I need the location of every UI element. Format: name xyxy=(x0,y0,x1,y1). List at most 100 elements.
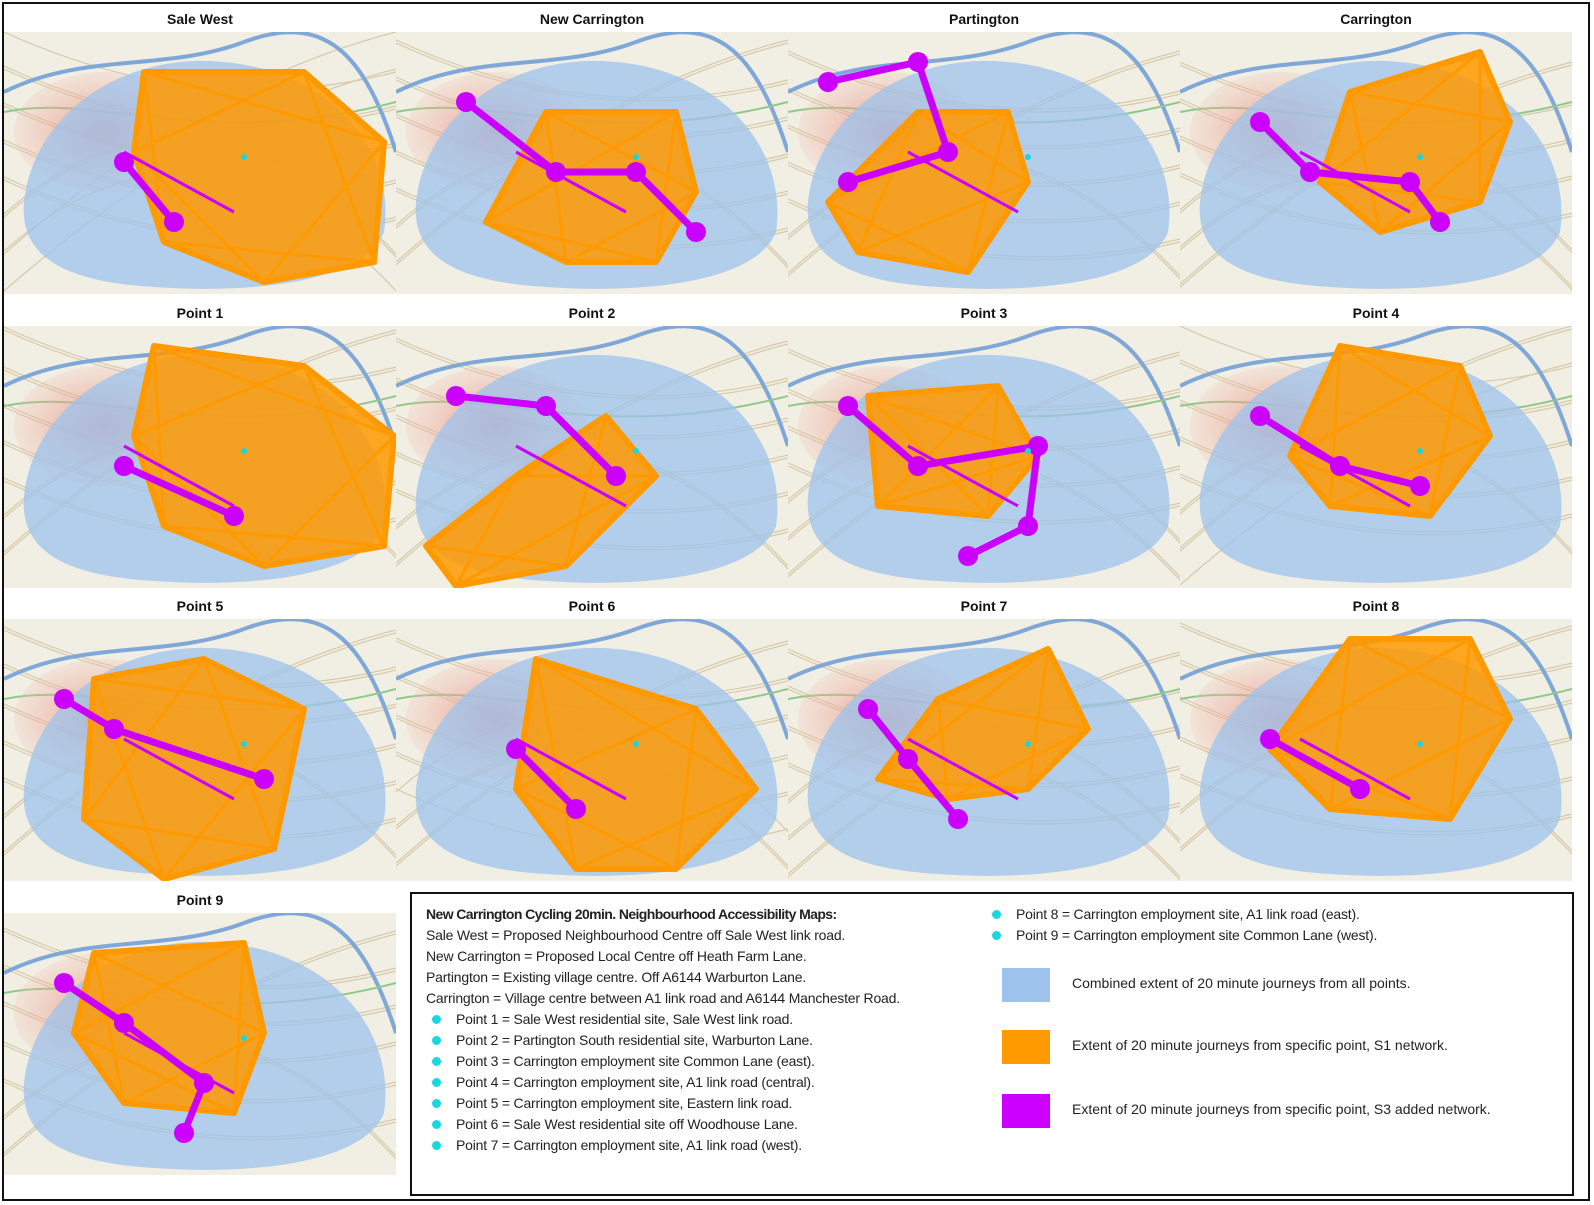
s1-route xyxy=(133,70,305,154)
swatch-s1-network xyxy=(1002,1030,1050,1064)
map-image xyxy=(1180,32,1572,294)
legend-point-label: Point 7 = Carrington employment site, A1… xyxy=(456,1137,802,1153)
s1-route xyxy=(485,110,677,224)
s3-network-extent xyxy=(818,52,958,192)
point-marker-icon xyxy=(1025,154,1031,160)
s3-route xyxy=(1256,118,1314,176)
panel-title: Point 6 xyxy=(568,598,616,614)
s1-route xyxy=(202,658,276,850)
s3-cluster xyxy=(958,546,978,566)
s1-route xyxy=(163,524,385,548)
legend-heading: New Carrington Cycling 20min. Neighbourh… xyxy=(426,906,837,922)
s1-route xyxy=(1269,637,1471,751)
s1-route xyxy=(232,942,246,1114)
s1-network-lines xyxy=(485,110,697,264)
legend-point-2: Point 2 = Partington South residential s… xyxy=(426,1030,996,1051)
point-marker-icon xyxy=(432,1099,441,1108)
s1-route xyxy=(1328,345,1342,507)
link-road-line xyxy=(123,444,235,508)
s1-route xyxy=(163,240,375,264)
s3-cluster xyxy=(1300,162,1320,182)
link-road-line xyxy=(1299,444,1411,508)
s1-route xyxy=(1328,638,1352,810)
s1-route xyxy=(153,344,395,438)
river-line xyxy=(4,326,396,447)
swatch-label: Extent of 20 minute journeys from specif… xyxy=(1072,1037,1448,1053)
legend-site-carrington: Carrington = Village centre between A1 l… xyxy=(426,990,900,1006)
link-road-line xyxy=(123,737,235,801)
map-canvas xyxy=(396,619,788,881)
point-marker-icon xyxy=(633,741,639,747)
s3-cluster xyxy=(858,699,878,719)
river-line xyxy=(788,32,1180,153)
map-panel-point-9: Point 9 xyxy=(4,887,396,1175)
s3-route xyxy=(1306,168,1414,186)
s3-network-extent xyxy=(858,699,968,829)
s1-route xyxy=(534,658,578,870)
s1-network-lines xyxy=(1319,50,1511,234)
s1-route xyxy=(877,454,1039,508)
s3-cluster xyxy=(948,809,968,829)
link-road-line xyxy=(515,737,627,801)
s1-route xyxy=(123,1031,265,1105)
panel-title: Point 3 xyxy=(960,305,1008,321)
s3-cluster xyxy=(838,172,858,192)
s1-route xyxy=(425,544,567,568)
map-canvas xyxy=(788,326,1180,588)
s1-route xyxy=(1428,365,1462,517)
s3-cluster xyxy=(1028,436,1048,456)
s3-network-extent xyxy=(114,456,244,526)
legend-point-label: Point 8 = Carrington employment site, A1… xyxy=(1016,906,1360,922)
s1-route xyxy=(485,220,657,264)
map-image xyxy=(396,32,788,294)
swatch-s3-network xyxy=(1002,1094,1050,1128)
s3-route xyxy=(844,402,922,470)
legend-point-label: Point 2 = Partington South residential s… xyxy=(456,1032,813,1048)
map-canvas xyxy=(788,32,1180,294)
s1-route xyxy=(1319,180,1481,204)
s3-cluster xyxy=(626,162,646,182)
s1-route xyxy=(1329,434,1491,508)
s3-network-extent xyxy=(54,973,214,1143)
panel-title: Point 1 xyxy=(176,305,224,321)
s1-route xyxy=(92,678,166,880)
river-line xyxy=(4,913,396,1034)
map-panel-carrington: Carrington xyxy=(1180,6,1572,294)
s3-cluster xyxy=(54,973,74,993)
s1-network-lines xyxy=(1289,344,1491,518)
s1-route xyxy=(133,364,305,438)
swatch-label: Extent of 20 minute journeys from specif… xyxy=(1072,1101,1491,1117)
s1-route xyxy=(654,111,678,263)
s1-route xyxy=(454,475,518,587)
s3-cluster xyxy=(566,799,586,819)
s3-cluster xyxy=(506,739,526,759)
map-canvas xyxy=(4,619,396,881)
panel-title: Sale West xyxy=(167,11,233,27)
s1-route xyxy=(876,384,1000,508)
s3-cluster xyxy=(606,466,626,486)
s1-route xyxy=(1349,637,1511,721)
map-canvas xyxy=(4,913,396,1175)
link-road-line xyxy=(515,150,627,214)
legend-point-label: Point 9 = Carrington employment site Com… xyxy=(1016,927,1378,943)
s1-route xyxy=(73,1031,235,1115)
legend-site-partington: Partington = Existing village centre. Of… xyxy=(426,969,807,985)
legend-point-8: Point 8 = Carrington employment site, A1… xyxy=(986,904,1566,925)
map-image xyxy=(4,32,396,294)
legend-point-7: Point 7 = Carrington employment site, A1… xyxy=(426,1135,996,1156)
link-road-line xyxy=(1299,737,1411,801)
legend-point-1: Point 1 = Sale West residential site, Sa… xyxy=(426,1009,996,1030)
s3-network-extent xyxy=(54,689,274,789)
s1-route xyxy=(262,141,386,283)
s1-route xyxy=(1448,638,1472,820)
s3-route xyxy=(110,725,268,783)
map-image xyxy=(4,619,396,881)
map-canvas xyxy=(4,326,396,588)
s3-route xyxy=(904,755,962,823)
s1-network-lines xyxy=(73,941,265,1115)
s3-route xyxy=(542,402,620,480)
s3-route xyxy=(512,745,580,813)
point-marker-icon xyxy=(1417,448,1423,454)
point-marker-icon xyxy=(241,448,247,454)
panel-title: Point 9 xyxy=(176,892,224,908)
